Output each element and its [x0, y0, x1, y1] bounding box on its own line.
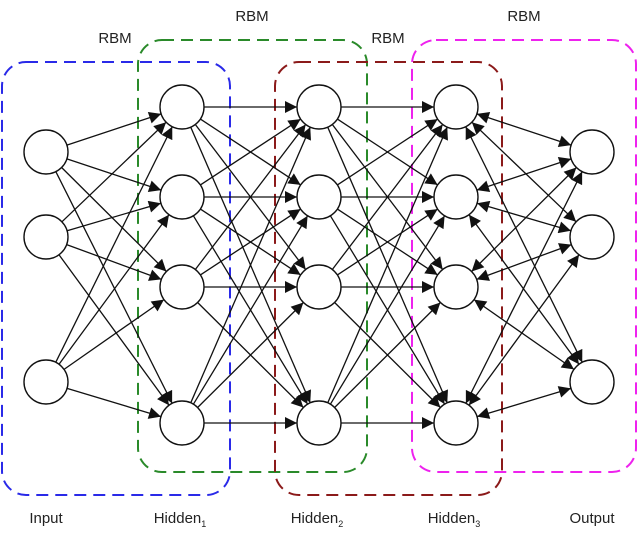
- connections: [55, 101, 583, 429]
- edge-l1n3-l2n1: [192, 215, 309, 405]
- neuron-l2-n0: [296, 84, 342, 130]
- edge-l3n2-l4n1: [476, 243, 572, 281]
- edge-l1n2-l2n0: [194, 124, 307, 270]
- edge-l0n2-l1n3: [66, 387, 162, 419]
- edge-l1n2-l2n1: [200, 208, 301, 276]
- edge-l0n1-l1n1: [66, 200, 162, 232]
- neuron-l4-n2: [569, 359, 615, 405]
- neuron-l0-n2: [23, 359, 69, 405]
- edge-l0n2-l1n1: [58, 214, 170, 365]
- neuron-l1-n2: [159, 264, 205, 310]
- layer-label-hidden1: Hidden1: [154, 510, 207, 529]
- neuron-l0-n1: [23, 214, 69, 260]
- rbm-label-4: RBM: [507, 8, 540, 25]
- edge-l2n2-l3n0: [331, 124, 444, 270]
- layer-label-hidden2: Hidden2: [291, 510, 344, 529]
- edge-l3n2-l4n2: [473, 299, 575, 370]
- edge-l2n3-l3n0: [327, 126, 448, 404]
- neuron-l1-n0: [159, 84, 205, 130]
- neuron-l2-n1: [296, 174, 342, 220]
- rbm-labels: RBM RBM RBM RBM: [98, 8, 540, 47]
- rbm-box-4: [411, 39, 637, 473]
- edge-l1n3-l2n2: [197, 302, 304, 408]
- neuron-l2-n3: [296, 400, 342, 446]
- edge-l2n2-l3n1: [337, 208, 438, 276]
- edge-l3n1-l4n0: [476, 156, 572, 193]
- edge-l3n3-l4n0: [465, 171, 583, 404]
- edge-l3n0-l4n2: [465, 126, 583, 363]
- layer-label-input: Input: [29, 510, 63, 527]
- rbm-label-3: RBM: [371, 30, 404, 47]
- rbm-box-1: [1, 61, 231, 496]
- layer-label-output: Output: [569, 510, 615, 527]
- edge-l0n0-l1n1: [66, 158, 162, 193]
- layer-labels: Input Hidden1 Hidden2 Hidden3 Output: [29, 510, 615, 529]
- neuron-l4-n1: [569, 214, 615, 260]
- edge-l0n2-l1n0: [55, 126, 173, 363]
- edge-l0n1-l1n0: [61, 121, 167, 223]
- neuron-l1-n3: [159, 400, 205, 446]
- edge-l3n1-l4n1: [476, 200, 572, 234]
- edge-l0n1-l1n2: [66, 243, 162, 281]
- rbm-label-2: RBM: [235, 8, 268, 25]
- edge-l0n0-l1n2: [61, 167, 167, 272]
- neurons: [23, 84, 615, 446]
- edge-l3n3-l4n2: [476, 386, 572, 419]
- layer-label-hidden3: Hidden3: [428, 510, 481, 529]
- edge-l1n3-l2n0: [190, 126, 311, 404]
- neuron-l3-n0: [433, 84, 479, 130]
- neuron-l3-n1: [433, 174, 479, 220]
- neuron-l3-n3: [433, 400, 479, 446]
- edge-l0n1-l1n3: [58, 254, 170, 406]
- neuron-l1-n1: [159, 174, 205, 220]
- edge-l0n0-l1n3: [55, 171, 173, 404]
- edge-l3n2-l4n0: [471, 167, 577, 272]
- neuron-l3-n2: [433, 264, 479, 310]
- edge-l3n1-l4n2: [468, 214, 580, 365]
- edge-l3n3-l4n1: [468, 254, 580, 406]
- edge-l1n1-l2n0: [200, 118, 301, 186]
- rbm-label-1: RBM: [98, 30, 131, 47]
- neuron-l4-n0: [569, 129, 615, 175]
- edge-l0n2-l1n2: [63, 299, 165, 370]
- neuron-l0-n0: [23, 129, 69, 175]
- edge-l2n3-l3n1: [329, 215, 446, 405]
- edge-l2n1-l3n0: [337, 118, 438, 186]
- neuron-l2-n2: [296, 264, 342, 310]
- edge-l2n3-l3n2: [334, 302, 441, 408]
- edge-l0n0-l1n0: [66, 111, 162, 146]
